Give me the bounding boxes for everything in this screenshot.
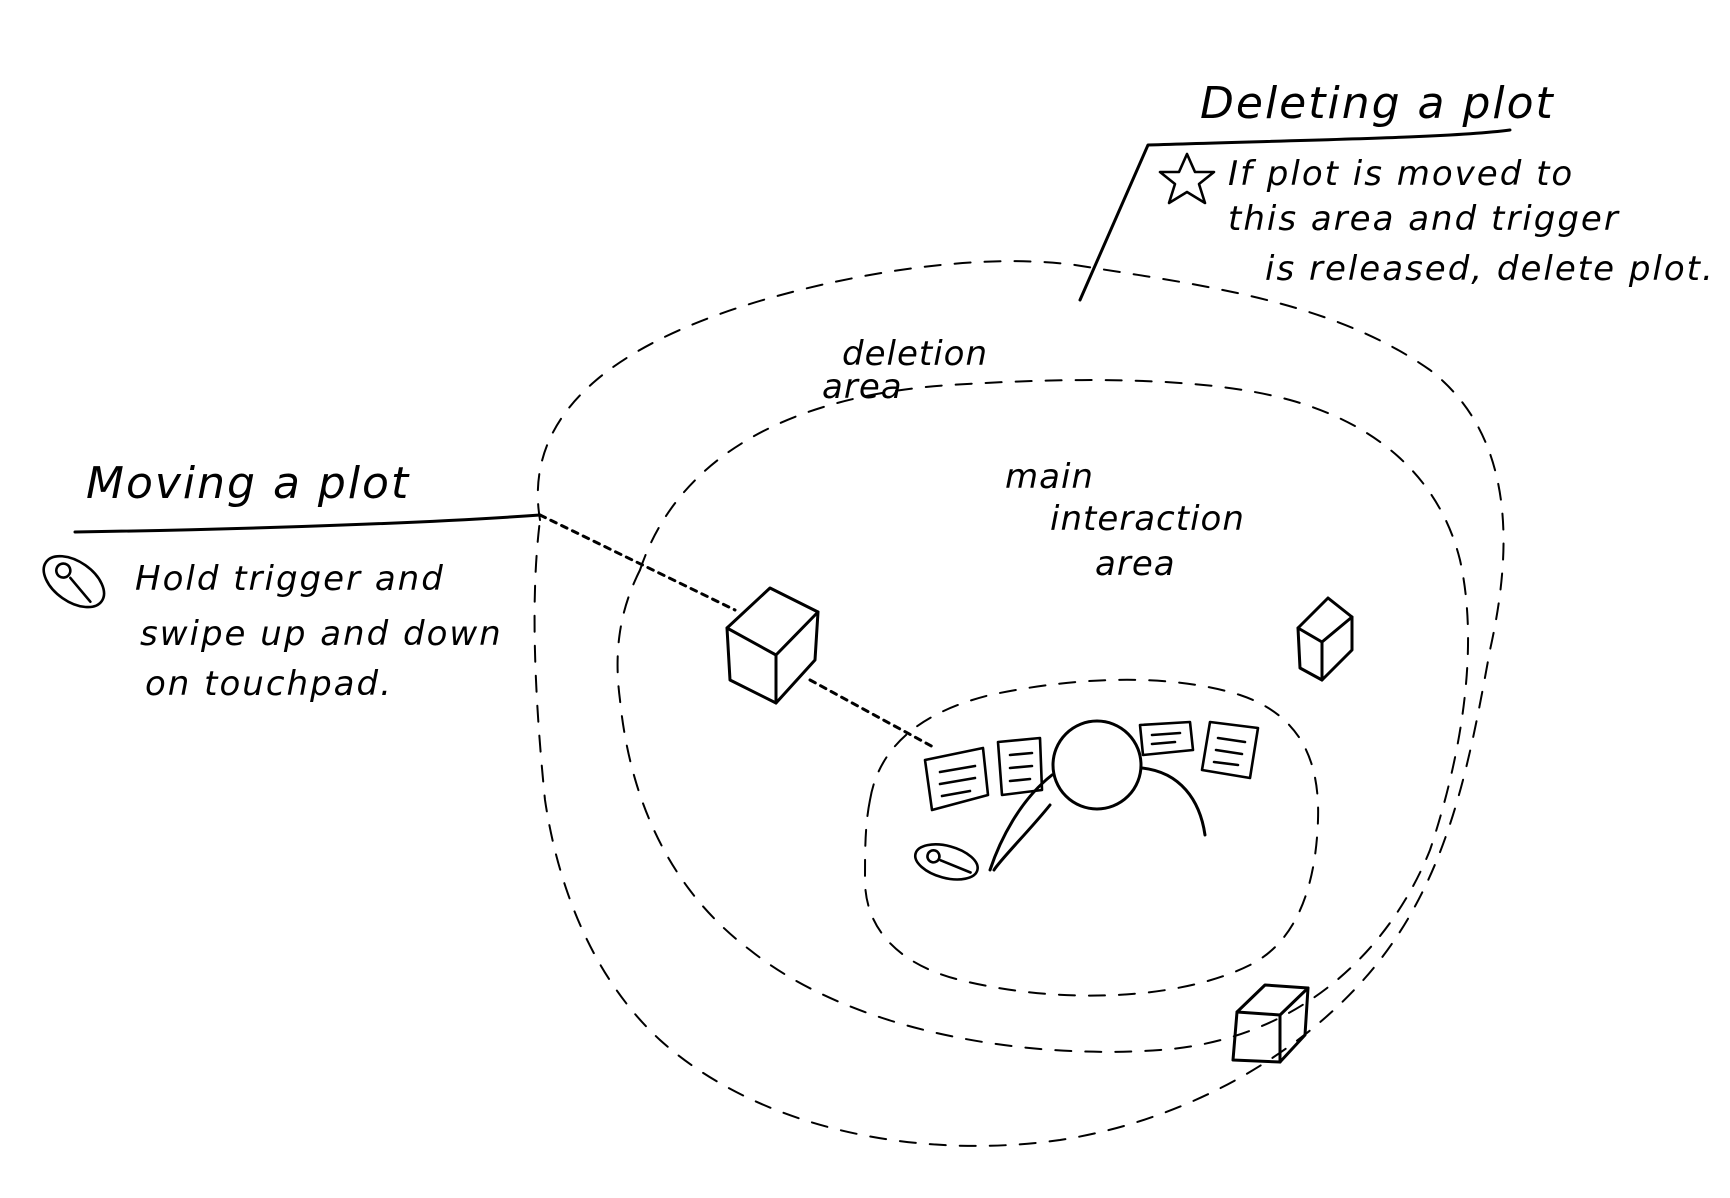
controller-icon [913,843,979,881]
panel-icon [923,746,990,812]
user-area-boundary [864,678,1320,997]
moving-line-3: on touchpad. [145,664,393,704]
deleting-line-3: is released, delete plot. [1265,249,1715,289]
panel-icon [1200,720,1260,780]
plot-cube-icon [1296,596,1354,682]
deletion-area-label-1: deletion [842,334,988,374]
main-interaction-area-boundary [616,379,1470,1053]
deleting-line-2: this area and trigger [1228,199,1620,239]
user-figure [988,719,1207,872]
moving-dotted-connector-2 [808,678,937,750]
panel-icon [996,736,1044,797]
moving-leader-line [73,513,542,534]
deletion-area-boundary [533,260,1505,1147]
star-icon [1158,152,1216,205]
deletion-area-label-2: area [822,367,903,407]
deleting-line-1: If plot is moved to [1228,154,1574,194]
deleting-title: Deleting a plot [1200,78,1555,129]
main-area-label-1: main [1005,457,1094,497]
plot-cube-icon [1231,983,1310,1064]
main-area-label-2: interaction [1050,499,1245,539]
user-head-icon [1051,719,1143,811]
user-body [988,766,1207,872]
controller-icon [42,554,106,609]
panel-icon [1138,720,1195,757]
plot-cube-icon [725,586,820,705]
moving-title: Moving a plot [86,458,410,509]
moving-dotted-connector [538,513,737,612]
moving-line-1: Hold trigger and [135,559,445,599]
moving-line-2: swipe up and down [140,614,503,654]
deleting-leader-line [1078,128,1512,302]
main-area-label-3: area [1095,544,1176,584]
